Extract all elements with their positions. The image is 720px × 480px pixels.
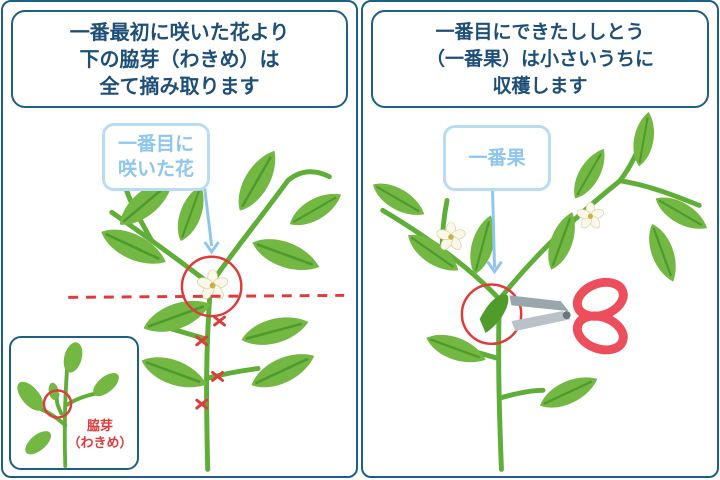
left-callout: 一番目に 咲いた花 <box>102 123 210 191</box>
left-caption: 一番最初に咲いた花より 下の脇芽（わきめ）は 全て摘み取ります <box>11 10 348 108</box>
remove-marks <box>195 315 226 410</box>
right-caption-line-2: （一番果）は小さいうちに <box>425 47 654 70</box>
left-caption-line-3: 全て摘み取ります <box>99 73 260 98</box>
scissors-icon <box>509 277 628 355</box>
first-fruit-icon <box>479 294 509 333</box>
left-callout-line-1: 一番目に <box>117 133 194 155</box>
left-panel: 一番最初に咲いた花より 下の脇芽（わきめ）は 全て摘み取ります <box>1 0 358 478</box>
side-shoot-label: 脇芽 （わきめ） <box>63 418 137 452</box>
callout-pointer <box>203 188 214 247</box>
pepper-plant-illustration <box>68 143 348 472</box>
right-caption-line-3: 収穫します <box>492 74 588 97</box>
side-shoot-circle <box>42 389 73 419</box>
left-callout-line-2: 咲いた花 <box>117 158 194 180</box>
side-shoot-label-line-1: 脇芽 <box>86 419 113 434</box>
left-caption-line-1: 一番最初に咲いた花より <box>69 19 290 44</box>
side-shoot-illustration <box>17 342 119 468</box>
right-callout-text: 一番果 <box>468 146 526 169</box>
flower-highlight-circle <box>180 255 243 318</box>
harvest-illustration <box>366 109 714 472</box>
side-shoot-inset: 脇芽 （わきめ） <box>9 336 139 470</box>
right-panel: 一番目にできたししとう （一番果）は小さいうちに 収穫します <box>361 0 719 478</box>
side-shoot-label-line-2: （わきめ） <box>67 436 133 451</box>
left-caption-line-2: 下の脇芽（わきめ）は <box>79 46 280 71</box>
right-caption-line-1: 一番目にできたししとう <box>435 20 645 43</box>
flower-icon <box>576 202 605 231</box>
right-caption: 一番目にできたししとう （一番果）は小さいうちに 収穫します <box>371 10 709 108</box>
fruit-highlight-circle <box>460 283 523 346</box>
callout-pointer-right <box>491 188 496 268</box>
right-callout: 一番果 <box>443 125 551 191</box>
